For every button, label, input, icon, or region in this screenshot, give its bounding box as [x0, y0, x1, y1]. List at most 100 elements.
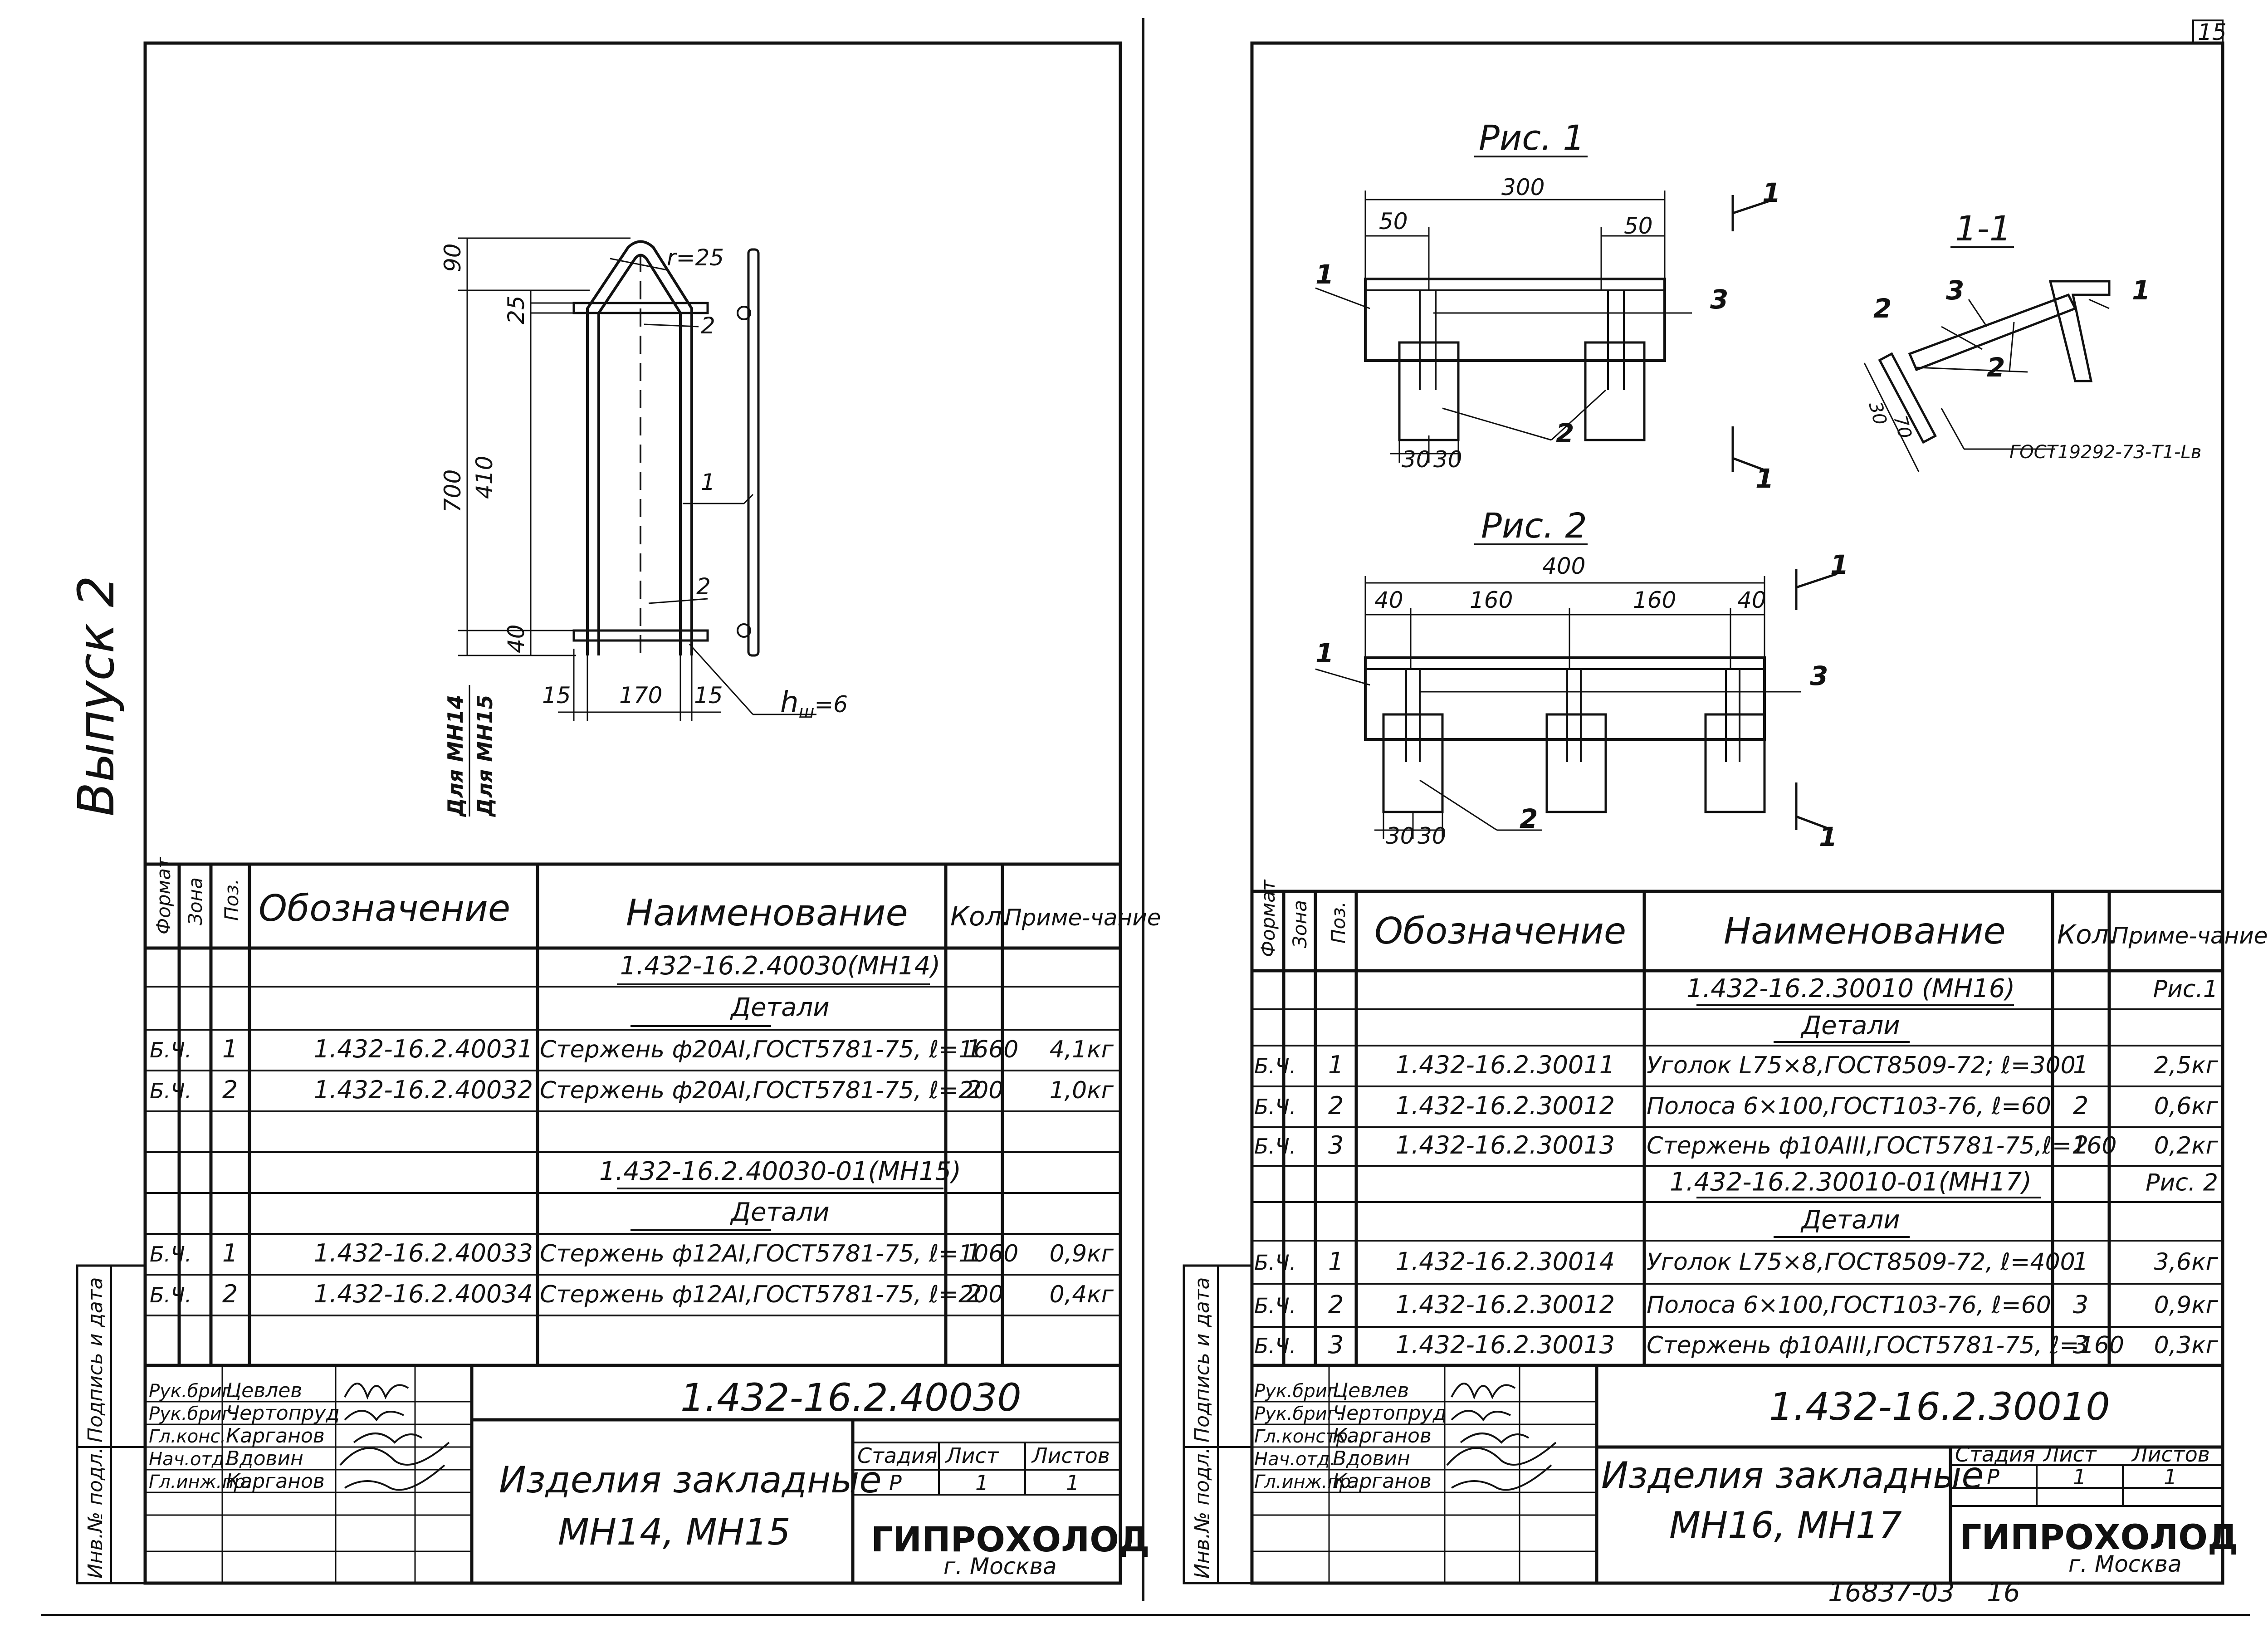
row-note: 1,0кг: [1050, 1077, 1114, 1104]
right-title-2: МН16, МН17: [1669, 1504, 1902, 1546]
row-name: Уголок L75×8,ГОСТ8509-72, ℓ=400: [1647, 1249, 2075, 1276]
left-frame: [143, 41, 1122, 1585]
row-name: 1.432-16.2.30010 (МН16): [1686, 974, 2015, 1003]
row-note: 3,6кг: [2154, 1249, 2219, 1276]
row-quantity: 2: [966, 1076, 982, 1104]
svg-text:40: 40: [1374, 587, 1403, 613]
svg-text:1: 1: [2073, 1465, 2086, 1489]
svg-text:Кол.: Кол.: [950, 901, 1010, 932]
svg-text:Листов: Листов: [2131, 1442, 2210, 1467]
right-signature-roles: Рук.бриг.ЦевлевРук.бриг.ЧертопрудГл.конс…: [1254, 1379, 1447, 1493]
row-position: 3: [1328, 1131, 1344, 1159]
row-designation: 1.432-16.2.30013: [1396, 1131, 1615, 1159]
signature-role: Гл.инж.пр.: [1254, 1472, 1357, 1492]
signature-name: Карганов: [226, 1470, 325, 1493]
row-note: 0,6кг: [2154, 1093, 2219, 1120]
row-format: Б.Ч.: [1254, 1294, 1296, 1318]
signature-name: Чертопруд: [226, 1402, 340, 1425]
svg-text:Формат: Формат: [152, 856, 175, 934]
signature-name: Цевлев: [1333, 1379, 1409, 1402]
svg-text:1: 1: [1830, 549, 1848, 580]
row-position: 2: [222, 1280, 238, 1308]
svg-text:25: 25: [503, 295, 529, 324]
row-designation: 1.432-16.2.40034: [314, 1280, 533, 1308]
svg-text:2: 2: [1987, 352, 2005, 383]
row-format: Б.Ч.: [1254, 1095, 1296, 1119]
left-ladder-drawing: [458, 237, 816, 817]
svg-text:2: 2: [701, 313, 715, 339]
signature-role: Нач.отд.: [149, 1449, 230, 1470]
svg-text:Лист: Лист: [945, 1443, 999, 1468]
fig2-drawing: [1315, 543, 1838, 839]
row-designation: 1.432-16.2.30012: [1396, 1091, 1615, 1120]
row-name: Полоса 6×100,ГОСТ103-76, ℓ=60: [1647, 1292, 2051, 1319]
svg-text:2: 2: [1556, 418, 1574, 449]
row-quantity: 3: [2073, 1330, 2088, 1359]
svg-text:1-1: 1-1: [1955, 208, 2011, 249]
svg-text:Зона: Зона: [184, 877, 206, 925]
row-name: Детали: [1800, 1205, 1900, 1235]
row-position: 3: [1328, 1330, 1344, 1359]
svg-text:Для МН14: Для МН14: [443, 695, 468, 818]
row-quantity: 1: [966, 1035, 982, 1063]
sheet-number-box: [2192, 20, 2224, 44]
svg-text:30: 30: [1864, 400, 1891, 427]
svg-text:170: 170: [619, 682, 662, 709]
svg-text:Поз.: Поз.: [1327, 901, 1349, 944]
right-strip-inv: Инв.№ подл.: [1191, 1447, 1214, 1579]
svg-text:Зона: Зона: [1289, 900, 1311, 948]
svg-text:30: 30: [1386, 823, 1415, 849]
row-name: Стержень ф20АI,ГОСТ5781-75, ℓ=200: [540, 1077, 1003, 1104]
fig1-labels: Рис. 1 300 50 50 30 30 1 3 2 1 1: [1315, 117, 1780, 494]
row-quantity: 1: [2073, 1051, 2088, 1079]
svg-text:Стадия: Стадия: [1955, 1442, 2035, 1467]
svg-text:15: 15: [694, 682, 723, 709]
row-designation: 1.432-16.2.40033: [314, 1239, 533, 1267]
left-title-1: Изделия закладные: [499, 1459, 882, 1501]
row-quantity: 1: [2073, 1247, 2088, 1276]
left-title-2: МН14, МН15: [558, 1511, 791, 1553]
fig1-drawing: [1315, 156, 1774, 473]
left-dimension-labels: 90 25 700 410 40 r=25 15 170 15 hш=6 2 1…: [440, 243, 848, 817]
row-name: Стержень ф10АIII,ГОСТ5781-75, ℓ=160: [1647, 1332, 2124, 1359]
signature-name: Цевлев: [226, 1379, 302, 1402]
svg-text:Рис. 2: Рис. 2: [1481, 505, 1587, 546]
svg-text:Наименование: Наименование: [1724, 910, 2006, 952]
svg-text:Р: Р: [1987, 1465, 1999, 1489]
svg-text:Р: Р: [889, 1471, 902, 1495]
left-doc-code: 1.432-16.2.40030: [680, 1375, 1022, 1420]
svg-text:30: 30: [1402, 446, 1431, 473]
svg-text:Приме-чание: Приме-чание: [1005, 905, 1161, 931]
row-name: Стержень ф10АIII,ГОСТ5781-75,ℓ=160: [1647, 1132, 2116, 1159]
sheet-number: 15: [2198, 19, 2227, 45]
left-org: ГИПРОХОЛОД: [871, 1519, 1150, 1560]
svg-text:hш=6: hш=6: [780, 686, 848, 722]
row-note: 0,9кг: [1050, 1240, 1114, 1267]
row-designation: 1.432-16.2.30011: [1396, 1051, 1615, 1079]
row-name: Полоса 6×100,ГОСТ103-76, ℓ=60: [1647, 1093, 2051, 1120]
row-designation: 1.432-16.2.30014: [1396, 1247, 1615, 1276]
row-format: Б.Ч.: [1254, 1251, 1296, 1275]
left-signature-roles: Рук.бриг.ЦевлевРук.бриг.ЧертопрудГл.конс…: [149, 1379, 340, 1493]
signature-role: Рук.бриг.: [1254, 1403, 1342, 1424]
signature-role: Рук.бриг.: [1254, 1381, 1342, 1402]
svg-text:r=25: r=25: [667, 244, 724, 271]
row-format: Б.Ч.: [1254, 1134, 1296, 1159]
svg-text:40: 40: [1737, 587, 1766, 613]
signature-name: Вдовин: [226, 1447, 303, 1470]
left-spec-table: [145, 862, 1120, 1367]
row-note: 2,5кг: [2154, 1052, 2219, 1079]
row-position: 1: [222, 1239, 238, 1267]
signature-role: Нач.отд.: [1254, 1449, 1335, 1470]
signature-role: Гл.конс.: [149, 1426, 226, 1447]
svg-text:2: 2: [1873, 293, 1892, 324]
svg-text:2: 2: [1520, 803, 1538, 834]
svg-text:1: 1: [2164, 1465, 2177, 1489]
right-org: ГИПРОХОЛОД: [1960, 1517, 2239, 1557]
left-title-block-text: 1.432-16.2.40030 Изделия закладные МН14,…: [499, 1375, 1150, 1579]
row-name: Детали: [729, 1198, 829, 1227]
svg-text:50: 50: [1379, 208, 1408, 235]
